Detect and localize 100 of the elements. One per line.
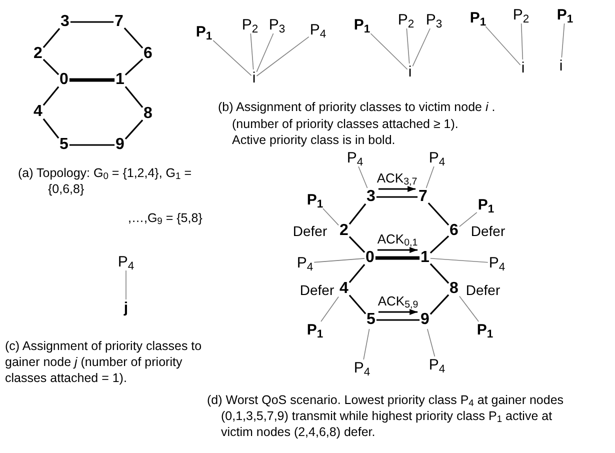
leader-line: [358, 166, 368, 188]
leader-line: [406, 28, 410, 64]
node-number: 3: [60, 14, 70, 30]
node-number: 0: [60, 72, 68, 88]
node-number: 6: [450, 223, 458, 239]
node-number: 3: [366, 189, 376, 205]
leader-line: [430, 258, 488, 263]
caption: Active priority class is in bold.: [232, 132, 396, 148]
node-number: 2: [340, 223, 348, 239]
link-line: [42, 118, 60, 139]
victim-node-label: i: [252, 70, 256, 86]
leader-line: [363, 328, 370, 360]
link-line: [42, 28, 60, 48]
priority-class-label: P$_{4}$: [310, 22, 326, 38]
link-line: [430, 263, 450, 284]
priority-class-label: P$_{2}$: [242, 18, 258, 32]
node-number: 0: [366, 250, 374, 266]
node-number: 2: [34, 46, 42, 62]
leader-line: [212, 40, 252, 76]
edge-label: ACK$_{0,1}$: [377, 232, 418, 246]
priority-class-label: P$_{4}$: [488, 256, 506, 270]
priority-class-label: P$_{4}$: [428, 358, 446, 372]
priority-class-label: P$_{1}$: [478, 198, 494, 212]
link-line: [124, 86, 144, 108]
leader-line: [250, 33, 254, 70]
caption: (a) Topology: G$_{0}$ = {1,2,4}, G$_{1}$ = {0,6,8}: [18, 165, 193, 197]
ack-arrow: [377, 247, 418, 253]
leader-line: [520, 23, 524, 60]
node-number: 5: [366, 312, 376, 328]
leader-line: [485, 26, 521, 66]
link-line: [42, 58, 60, 76]
caption: (d) Worst QoS scenario. Lowest priority class P$_{4}$ at gainer nodes (0,1,3,5,7,9) transmit while highest priority class P$_{1}$ active at victim nodes (2,4,6,8) defer.: [207, 392, 565, 440]
leader-line: [370, 33, 408, 70]
priority-class-label: P$_{3}$: [268, 18, 286, 32]
leader-line: [322, 208, 339, 226]
priority-class-label: P$_{2}$: [512, 8, 530, 22]
link-line: [70, 21, 114, 23]
link-line: [348, 294, 366, 314]
leader-line: [427, 328, 436, 357]
caption: (number of priority classes attached ≥ 1).: [232, 116, 458, 132]
link-line: [348, 236, 366, 253]
priority-class-label: P$_{2}$: [398, 12, 414, 28]
defer-label: Defer: [466, 283, 500, 297]
defer-label: Defer: [470, 224, 506, 238]
ack-arrow: [378, 186, 416, 192]
node-number: 7: [114, 14, 124, 30]
link-line: [124, 27, 144, 49]
gainer-node-label: j: [124, 300, 128, 316]
leader-line: [426, 166, 434, 188]
priority-class-label: P$_{1}$: [476, 322, 494, 338]
link-line: [428, 202, 450, 226]
leader-line: [561, 23, 565, 58]
caption: (c) Assignment of priority classes to gainer node j (number of priority classes attached = 1).: [5, 338, 203, 386]
node-number: 8: [144, 106, 152, 122]
node-number: 7: [418, 189, 428, 205]
priority-class-label: P$_{4}$: [346, 150, 364, 166]
priority-class-label: P$_{1}$: [354, 18, 370, 32]
node-number: 4: [34, 104, 42, 120]
leader-line: [314, 258, 365, 263]
node-number: 6: [144, 46, 152, 62]
leader-line: [256, 33, 274, 72]
link-line: [430, 294, 450, 315]
priority-class-label: P$_{4}$: [118, 254, 134, 270]
defer-label: Defer: [292, 224, 328, 238]
link-line: [42, 86, 60, 106]
edge-label: ACK$_{3,7}$: [376, 172, 418, 184]
leader-line: [320, 296, 339, 322]
victim-node-label: i: [408, 64, 412, 80]
priority-class-label: P$_{3}$: [426, 12, 442, 28]
node-number: 5: [60, 137, 68, 153]
node-number: 9: [116, 137, 124, 153]
node-number: 9: [420, 312, 430, 328]
caption: ,…,G$_{9}$ = {5,8}: [128, 210, 202, 226]
node-number: 1: [420, 250, 430, 266]
caption: (b) Assignment of priority classes to victim node i .: [218, 99, 496, 115]
priority-class-label: P$_{4}$: [296, 256, 314, 270]
link-line: [124, 120, 144, 140]
priority-class-label: P$_{1}$: [196, 24, 212, 40]
leader-line: [459, 212, 478, 227]
leader-line: [256, 36, 310, 76]
defer-label: Defer: [300, 283, 334, 297]
link-line: [348, 203, 366, 225]
link-line: [376, 319, 420, 321]
node-number: 1: [116, 72, 124, 88]
ack-arrow: [378, 309, 418, 315]
priority-class-label: P$_{1}$: [306, 192, 324, 208]
leader-line: [412, 28, 430, 67]
link-line: [124, 58, 144, 76]
priority-class-label: P$_{4}$: [428, 150, 446, 166]
link-line: [69, 78, 115, 82]
priority-class-label: P$_{1}$: [470, 10, 486, 26]
edge-label: ACK$_{5,9}$: [378, 294, 418, 308]
leader-line: [459, 296, 479, 322]
link-line: [430, 236, 450, 254]
link-line: [69, 144, 115, 146]
node-number: 4: [340, 281, 348, 297]
link-line: [376, 196, 418, 198]
priority-class-label: P$_{1}$: [556, 8, 574, 22]
victim-node-label: i: [559, 58, 563, 74]
link-line: [348, 264, 366, 284]
